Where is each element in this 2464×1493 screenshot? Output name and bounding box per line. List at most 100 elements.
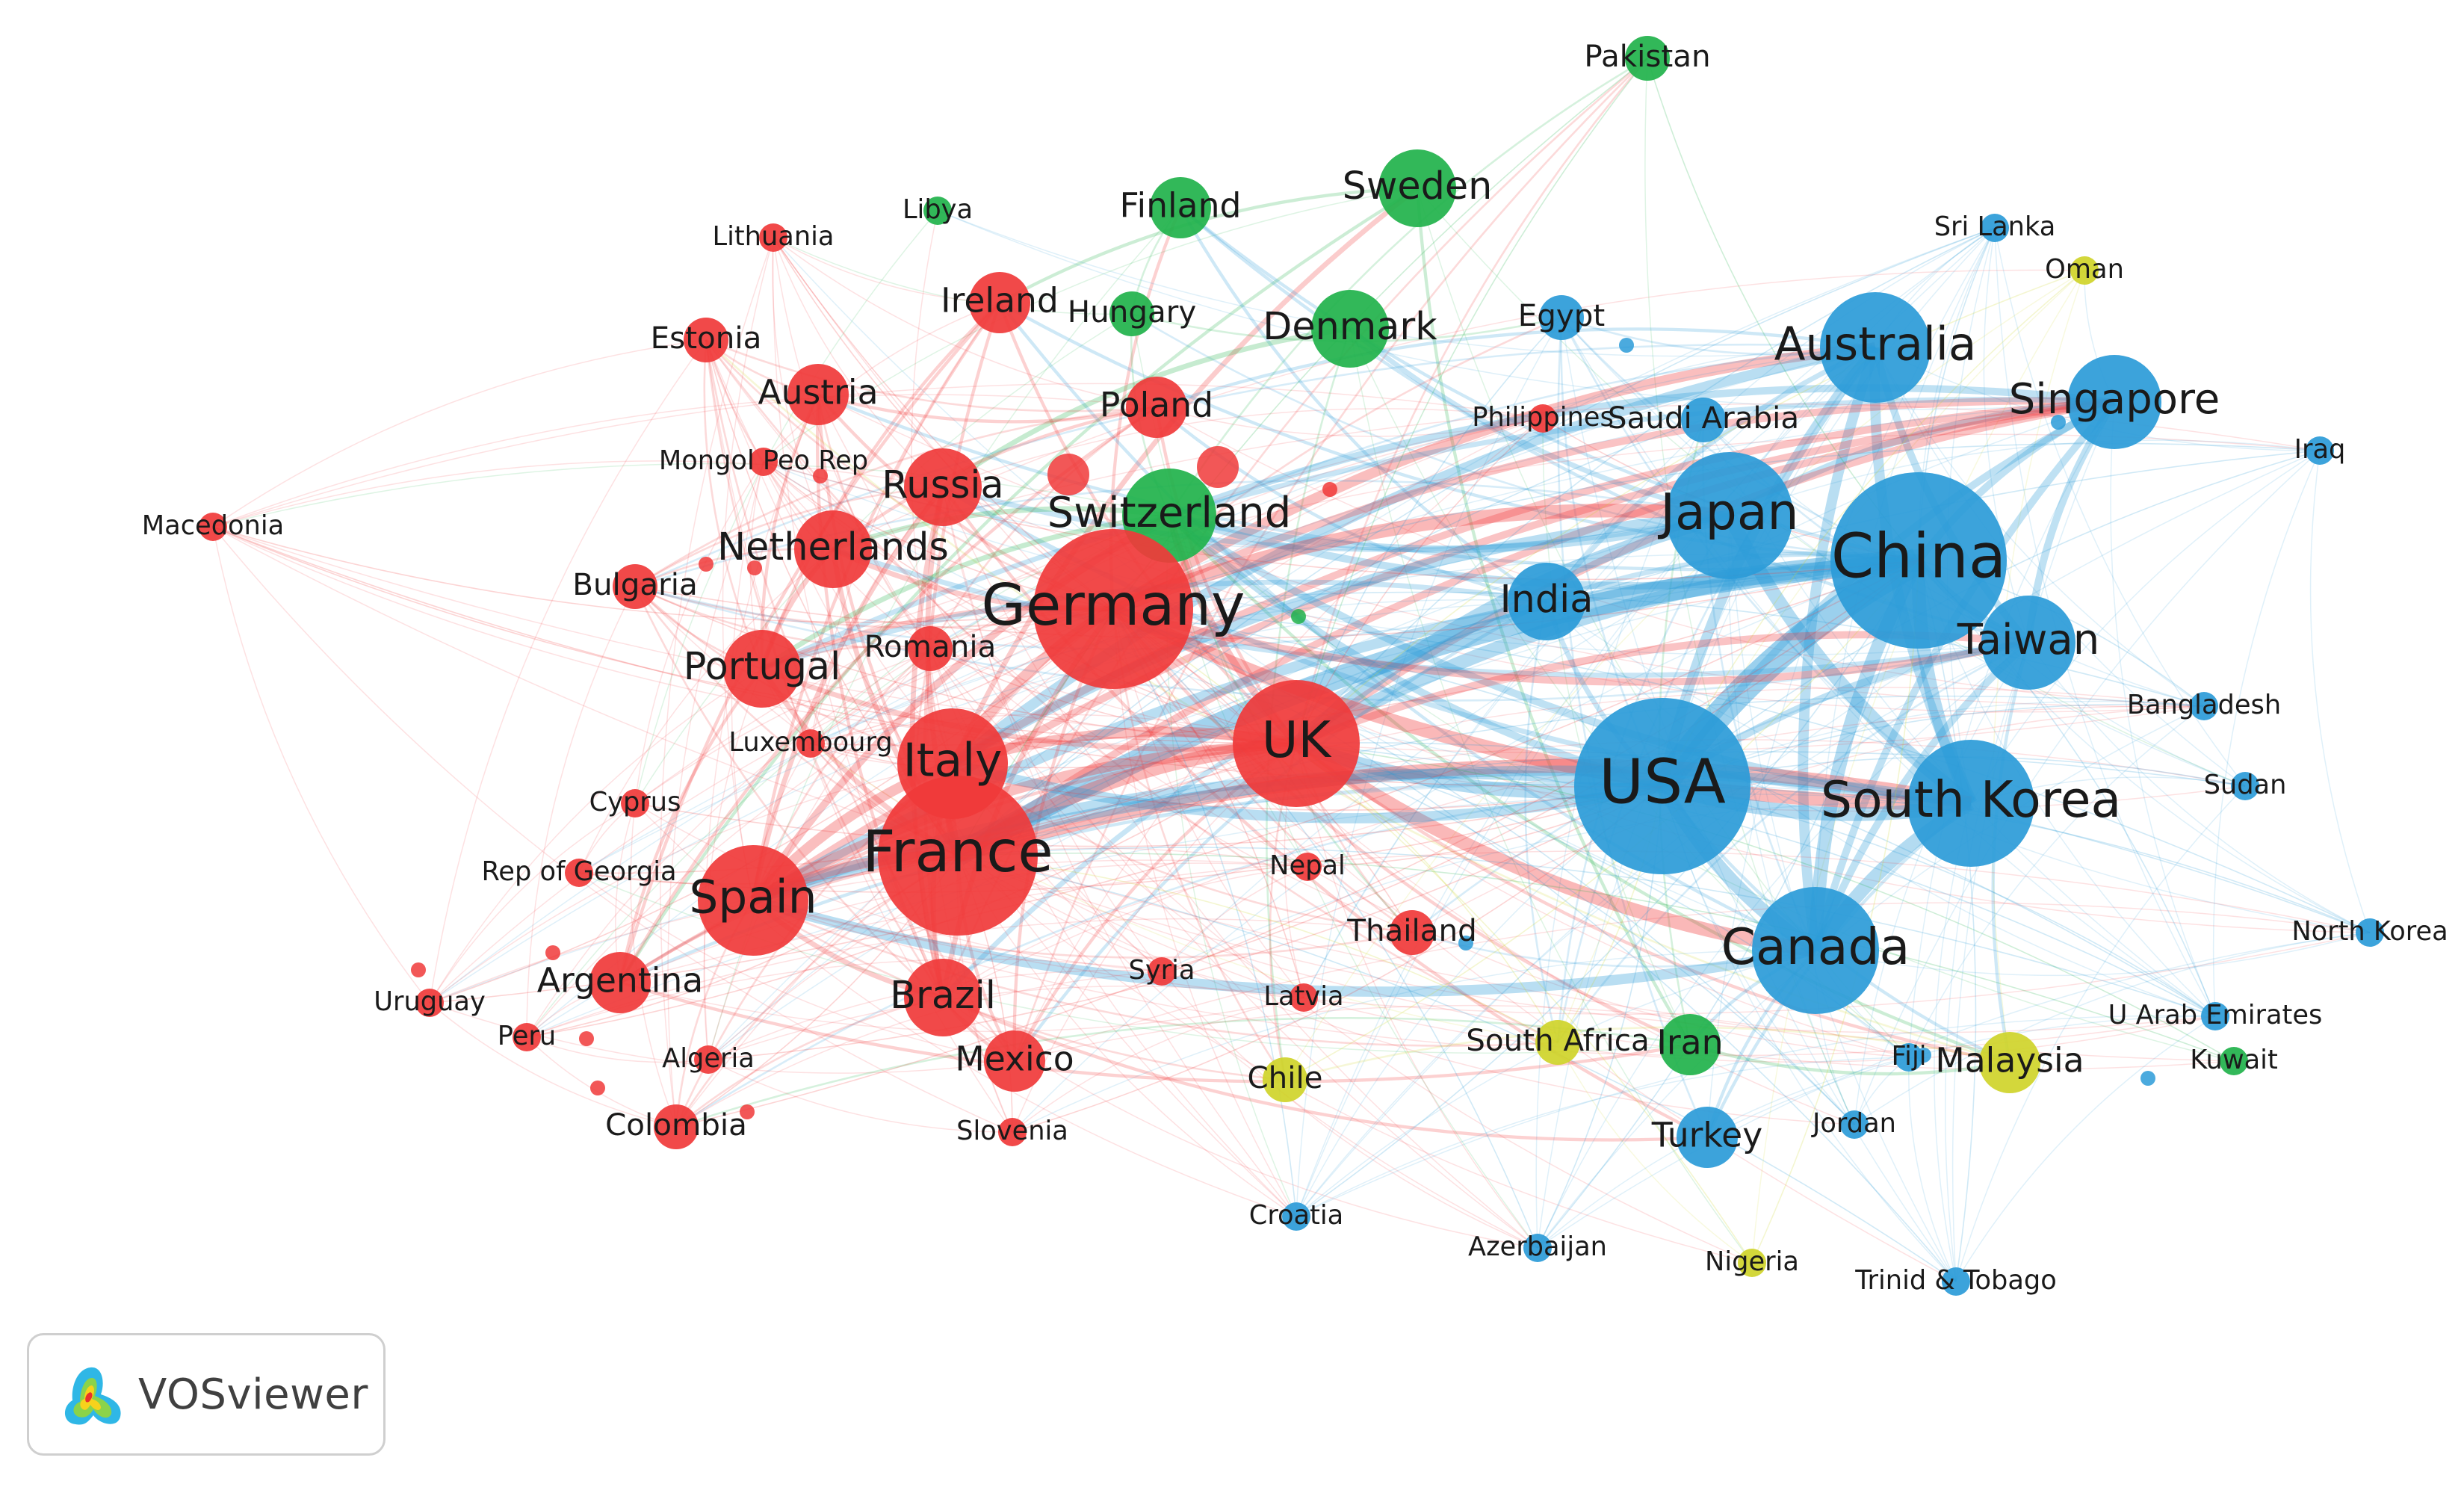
node-label-sweden: Sweden — [1343, 164, 1493, 208]
network-link — [1411, 705, 2205, 933]
network-link — [957, 419, 1704, 856]
network-link — [832, 269, 2085, 550]
node-finland[interactable] — [1150, 177, 1211, 238]
node-u-arab-emirates[interactable] — [2201, 1002, 2229, 1030]
node-pakistan[interactable] — [1625, 36, 1670, 81]
node-turkey[interactable] — [1677, 1107, 1738, 1168]
node-north-korea[interactable] — [2356, 918, 2384, 947]
node-hungary[interactable] — [1109, 291, 1154, 336]
node-mexico[interactable] — [984, 1030, 1045, 1092]
node-india[interactable] — [1508, 563, 1585, 640]
node-algeria[interactable] — [694, 1045, 722, 1074]
node-netherlands[interactable] — [794, 510, 872, 588]
node-malaysia[interactable] — [1979, 1032, 2040, 1093]
unlabelled-node[interactable] — [813, 469, 828, 483]
unlabelled-node[interactable] — [1619, 338, 1634, 353]
node-sri-lanka[interactable] — [1981, 214, 2009, 242]
node-denmark[interactable] — [1311, 290, 1389, 368]
node-bulgaria[interactable] — [613, 564, 657, 609]
network-link — [2110, 401, 2216, 1017]
node-germany[interactable] — [1033, 529, 1193, 689]
unlabelled-node[interactable] — [545, 945, 560, 960]
node-luxembourg[interactable] — [796, 729, 825, 758]
node-cyprus[interactable] — [621, 789, 649, 817]
node-spain[interactable] — [698, 845, 808, 956]
node-south-korea[interactable] — [1907, 740, 2034, 867]
unlabelled-node[interactable] — [2140, 1071, 2155, 1086]
node-philippines[interactable] — [1529, 404, 1557, 433]
node-canada[interactable] — [1752, 887, 1879, 1014]
node-south-africa[interactable] — [1535, 1020, 1580, 1065]
node-uruguay[interactable] — [415, 989, 444, 1017]
node-macedonia[interactable] — [199, 513, 227, 541]
node-egypt[interactable] — [1539, 295, 1584, 340]
node-nigeria[interactable] — [1738, 1249, 1766, 1277]
node-slovenia[interactable] — [998, 1118, 1027, 1146]
node-usa[interactable] — [1574, 698, 1751, 874]
node-fiji[interactable] — [1895, 1043, 1923, 1072]
node-austria[interactable] — [787, 364, 849, 425]
network-link — [1303, 997, 2216, 1063]
node-kuwait[interactable] — [2220, 1047, 2248, 1075]
unlabelled-node[interactable] — [2051, 415, 2066, 430]
unlabelled-node[interactable] — [1322, 482, 1337, 497]
node-nepal[interactable] — [1293, 853, 1322, 881]
network-link — [952, 316, 1562, 764]
node-romania[interactable] — [908, 626, 953, 671]
node-mongol-peo-rep[interactable] — [749, 448, 778, 476]
network-link — [773, 237, 1957, 1282]
unlabelled-node[interactable] — [740, 1104, 755, 1119]
node-japan[interactable] — [1666, 452, 1793, 579]
node-estonia[interactable] — [684, 318, 728, 362]
network-link — [708, 1059, 1013, 1133]
node-iran[interactable] — [1659, 1014, 1721, 1075]
network-link — [1291, 509, 1732, 749]
node-sweden[interactable] — [1378, 149, 1456, 227]
node-lithuania[interactable] — [759, 223, 787, 252]
node-colombia[interactable] — [654, 1104, 699, 1149]
network-link — [1970, 450, 2321, 804]
node-azerbaijan[interactable] — [1523, 1234, 1552, 1262]
node-france[interactable] — [878, 776, 1038, 936]
node-libya[interactable] — [923, 197, 952, 225]
node-saudi-arabia[interactable] — [1681, 398, 1726, 442]
network-link — [526, 1036, 709, 1063]
network-link — [1292, 738, 1817, 958]
node-iraq[interactable] — [2306, 436, 2334, 465]
unlabelled-node[interactable] — [590, 1081, 605, 1095]
node-oman[interactable] — [2070, 256, 2099, 285]
unlabelled-node[interactable] — [1291, 609, 1306, 624]
node-portugal[interactable] — [723, 630, 801, 708]
node-thailand[interactable] — [1390, 910, 1434, 955]
node-trinid-tobago[interactable] — [1942, 1267, 1970, 1296]
node-russia[interactable] — [904, 448, 982, 526]
node-croatia[interactable] — [1282, 1202, 1310, 1231]
node-poland[interactable] — [1126, 377, 1187, 438]
node-ireland[interactable] — [969, 272, 1030, 333]
node-bangladesh[interactable] — [2190, 692, 2218, 720]
node-taiwan[interactable] — [1981, 596, 2075, 690]
unlabelled-node[interactable] — [411, 962, 426, 977]
node-rep-of-georgia[interactable] — [565, 859, 593, 887]
node-uk[interactable] — [1233, 680, 1360, 807]
unlabelled-node[interactable] — [1197, 446, 1239, 488]
node-latvia[interactable] — [1290, 983, 1318, 1012]
node-china[interactable] — [1830, 472, 2007, 649]
node-sudan[interactable] — [2231, 772, 2259, 800]
node-australia[interactable] — [1820, 292, 1931, 403]
node-peru[interactable] — [513, 1023, 541, 1051]
unlabelled-node[interactable] — [699, 557, 713, 572]
node-label-nepal: Nepal — [1269, 850, 1346, 881]
node-argentina[interactable] — [589, 952, 651, 1013]
node-jordan[interactable] — [1840, 1110, 1869, 1139]
unlabelled-node[interactable] — [579, 1031, 594, 1046]
unlabelled-node[interactable] — [1458, 936, 1473, 950]
node-singapore[interactable] — [2067, 355, 2161, 449]
node-syria[interactable] — [1148, 957, 1176, 986]
node-chile[interactable] — [1263, 1057, 1307, 1102]
node-brazil[interactable] — [904, 959, 982, 1036]
unlabelled-node[interactable] — [747, 560, 762, 575]
unlabelled-node[interactable] — [1047, 454, 1089, 495]
